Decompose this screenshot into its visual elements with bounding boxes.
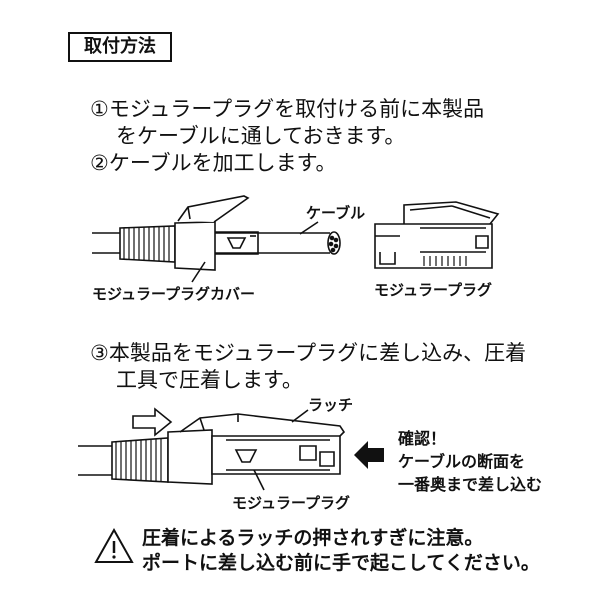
warning-triangle-icon (94, 527, 134, 563)
step-2: ②ケーブルを加工します。 (90, 151, 337, 175)
confirm-line-2: 一番奥まで差し込む (398, 475, 543, 494)
latch-label: ラッチ (308, 396, 354, 414)
step-3-line-1: ③本製品をモジュラープラグに差し込み、圧着 (90, 341, 527, 365)
step-1-line-1: ①モジュラープラグを取付ける前に本製品 (90, 97, 485, 121)
cable-label: ケーブル (306, 204, 366, 222)
step-3-line-2: 工具で圧着します。 (116, 368, 303, 392)
confirm-line-1: ケーブルの断面を (398, 452, 526, 471)
confirm-title: 確認！ (398, 429, 447, 448)
cover-label: モジュラープラグカバー (92, 285, 256, 303)
step-1-line-2: をケーブルに通しておきます。 (116, 124, 406, 148)
plug-label-1: モジュラープラグ (374, 281, 493, 299)
plug-label-2: モジュラープラグ (232, 494, 351, 512)
warning-line-2: ポートに差し込む前に手で起こしてください。 (142, 552, 540, 574)
section-title: 取付方法 (68, 32, 172, 62)
warning-line-1: 圧着によるラッチの押されすぎに注意。 (142, 527, 484, 549)
insert-arrow-icon (354, 441, 384, 469)
